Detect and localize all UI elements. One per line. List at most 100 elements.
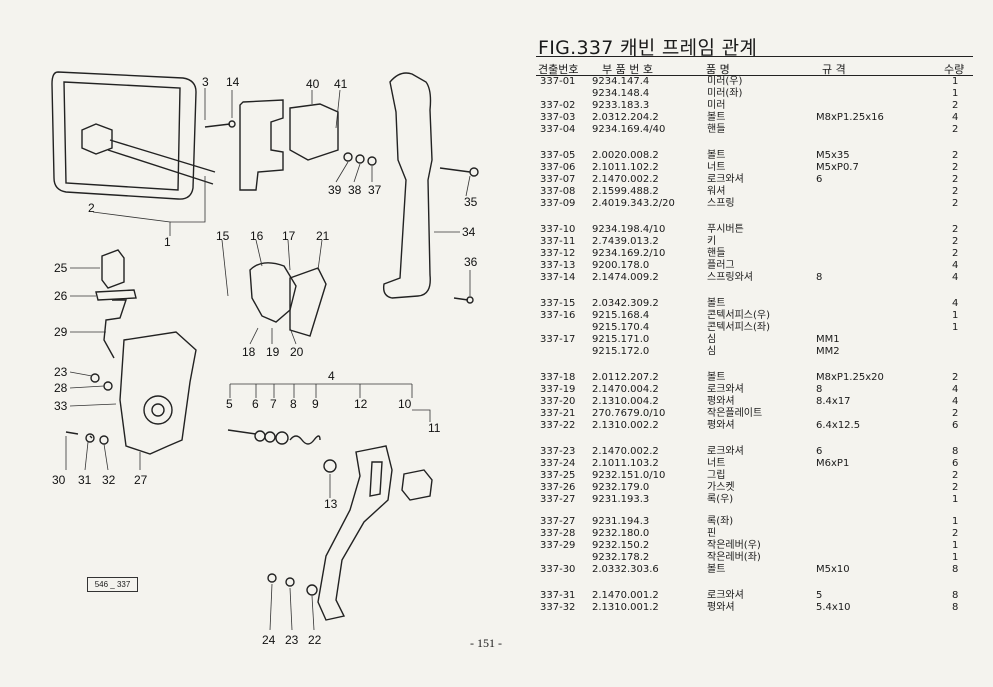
callout-label: 33 (54, 399, 68, 413)
qty-cell: 2 (952, 224, 959, 235)
part-number-cell: 9232.150.2 (592, 540, 650, 551)
callout-label: 34 (462, 225, 476, 239)
qty-cell: 2 (952, 408, 959, 419)
page-number: - 151 - (470, 636, 502, 650)
callout-label: 41 (334, 77, 348, 91)
part-number-cell: 2.1011.103.2 (592, 458, 659, 469)
qty-cell: 4 (952, 298, 959, 309)
part-name-cell: 심 (707, 346, 717, 357)
qty-cell: 2 (952, 150, 959, 161)
hinge-bracket (239, 99, 284, 191)
part-id-cell: 337-01 (540, 76, 576, 87)
part-name-cell: 록(우) (707, 494, 734, 505)
callout-label: 2 (88, 201, 95, 215)
header-rule (536, 75, 973, 76)
part-number-cell: 9200.178.0 (592, 260, 650, 271)
part-name-cell: 핸들 (707, 248, 726, 259)
part-id-cell: 337-27 (540, 494, 576, 505)
callout-label: 30 (52, 473, 66, 487)
part-name-cell: 볼트 (707, 298, 726, 309)
part-number-cell: 2.1310.001.2 (592, 602, 659, 613)
spring (289, 435, 321, 445)
part-number-cell: 9232.178.2 (592, 552, 650, 563)
part-name-cell: 플러그 (707, 260, 735, 271)
part-id-cell: 337-08 (540, 186, 576, 197)
callout-label: 25 (54, 261, 68, 275)
spec-cell: 5 (816, 590, 823, 601)
part-name-cell: 볼트 (707, 372, 726, 383)
qty-cell: 4 (952, 272, 959, 283)
part-number-cell: 2.0312.204.2 (592, 112, 659, 123)
spec-cell: M8xP1.25x20 (816, 372, 884, 383)
part-id-cell: 337-19 (540, 384, 576, 395)
callout-label: 5 (226, 397, 233, 411)
callout-label: 28 (54, 381, 68, 395)
part-id-cell: 337-30 (540, 564, 576, 575)
part-number-cell: 2.0332.303.6 (592, 564, 659, 575)
callout-label: 4 (328, 369, 335, 383)
qty-cell: 1 (952, 494, 959, 505)
part-number-cell: 9215.172.0 (592, 346, 650, 357)
part-name-cell: 워셔 (707, 186, 726, 197)
part-id-cell: 337-14 (540, 272, 576, 283)
exploded-parts-diagram: 3 14 40 41 2 1 39 38 37 35 15 16 17 21 3… (51, 71, 479, 647)
spec-cell: 6.4x12.5 (816, 420, 861, 431)
plug (323, 459, 337, 473)
qty-cell: 1 (952, 88, 959, 99)
part-number-cell: 2.0112.207.2 (592, 372, 659, 383)
spec-cell: MM2 (816, 346, 840, 357)
grab-handle (382, 72, 433, 299)
header-id: 견출번호 (538, 63, 579, 76)
spec-cell: M5x35 (816, 150, 850, 161)
part-name-cell: 푸시버튼 (707, 224, 744, 235)
part-id-cell: 337-05 (540, 150, 576, 161)
part-name-cell: 로크와셔 (707, 590, 744, 601)
part-id-cell: 337-03 (540, 112, 576, 123)
qty-cell: 8 (952, 564, 959, 575)
spec-cell: 8 (816, 384, 823, 395)
spec-cell: M5xP0.7 (816, 162, 859, 173)
qty-cell: 1 (952, 76, 959, 87)
callout-label: 36 (464, 255, 478, 269)
part-name-cell: 스프링와셔 (707, 272, 753, 283)
spec-cell: MM1 (816, 334, 840, 345)
callout-label: 3 (202, 75, 209, 89)
part-number-cell: 9231.193.3 (592, 494, 650, 505)
part-name-cell: 미러(좌) (707, 88, 743, 99)
bolt (227, 429, 257, 435)
part-name-cell: 작은플레이트 (707, 408, 763, 419)
part-id-cell: 337-02 (540, 100, 576, 111)
callout-label: 6 (252, 397, 259, 411)
callout-label: 32 (102, 473, 116, 487)
part-name-cell: 로크와셔 (707, 446, 744, 457)
spec-cell: M6xP1 (816, 458, 850, 469)
spec-cell: M5x10 (816, 564, 850, 575)
callout-label: 29 (54, 325, 68, 339)
part-name-cell: 평와셔 (707, 396, 735, 407)
part-id-cell: 337-21 (540, 408, 576, 419)
callout-label: 35 (464, 195, 478, 209)
part-number-cell: 2.1310.004.2 (592, 396, 659, 407)
part-id-cell: 337-28 (540, 528, 576, 539)
part-id-cell: 337-10 (540, 224, 576, 235)
qty-cell: 1 (952, 516, 959, 527)
callout-label: 11 (428, 421, 441, 435)
part-number-cell: 9215.168.4 (592, 310, 650, 321)
door-handle (317, 445, 393, 621)
callout-label: 8 (290, 397, 297, 411)
qty-cell: 2 (952, 482, 959, 493)
small-plate (289, 267, 327, 337)
header-name: 품 명 (706, 63, 730, 76)
part-id-cell: 337-13 (540, 260, 576, 271)
part-name-cell: 미러 (707, 100, 726, 111)
part-name-cell: 평와셔 (707, 420, 735, 431)
